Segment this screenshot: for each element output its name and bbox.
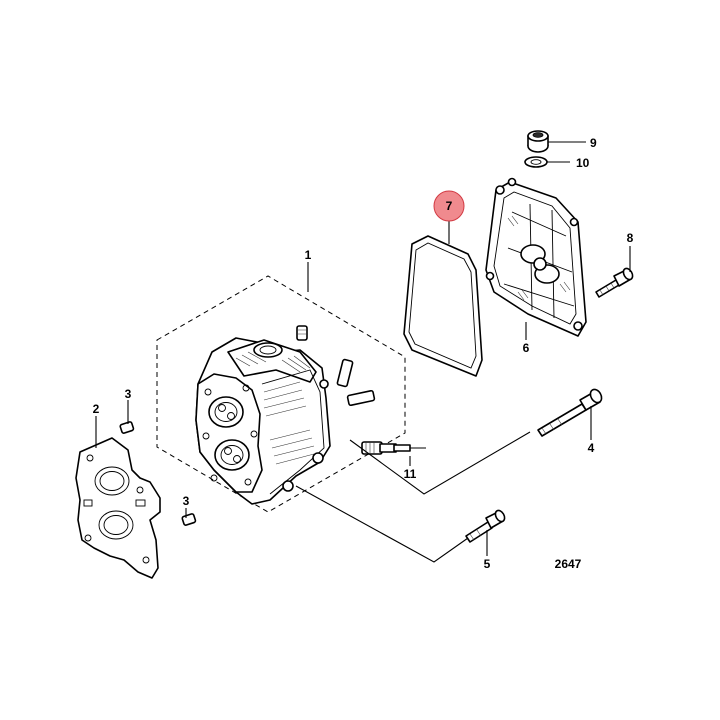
callout-7-highlight [433,190,465,222]
head-cover-part[interactable] [485,177,587,337]
stud-short[interactable] [296,325,308,341]
stud-medium[interactable] [336,358,354,388]
callout-3-upper[interactable]: 3 [125,387,132,401]
callout-6[interactable]: 6 [523,341,530,355]
long-bolt-part[interactable] [537,387,604,437]
dowel-pin-upper[interactable] [119,421,135,434]
callout-8[interactable]: 8 [627,231,634,245]
cylinder-head-part[interactable] [195,337,331,505]
short-bolt-part[interactable] [465,509,506,543]
callout-9[interactable]: 9 [590,136,597,150]
assembly-group-boundary [156,275,406,513]
callout-2[interactable]: 2 [93,402,100,416]
callout-5[interactable]: 5 [484,557,491,571]
cover-gasket-part[interactable] [403,235,483,377]
callout-4[interactable]: 4 [588,441,595,455]
callout-10[interactable]: 10 [576,156,590,170]
callout-labels: 1 2 3 3 4 5 6 7 8 9 10 11 [93,136,634,571]
dowel-pin-lower[interactable] [181,513,197,526]
plug-part[interactable] [527,130,549,153]
routing-bolt [295,485,469,563]
cover-screw-part[interactable] [595,267,634,298]
temperature-sensor-part[interactable] [361,441,426,455]
callout-11[interactable]: 11 [404,467,417,481]
figure-id: 2647 [555,557,582,571]
callout-1[interactable]: 1 [305,248,312,262]
callout-3-lower[interactable]: 3 [183,494,190,508]
callout-7[interactable]: 7 [446,199,453,213]
leader-lines [95,141,631,563]
stud-long[interactable] [346,389,376,407]
routing-sensor [349,431,531,495]
head-gasket-part[interactable] [75,437,161,579]
sealing-washer-part[interactable] [524,156,548,168]
